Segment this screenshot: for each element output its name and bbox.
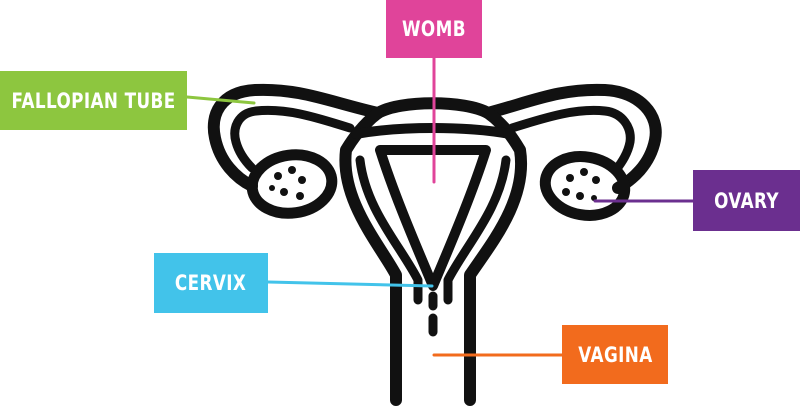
right-fallopian-tube-outer — [482, 83, 662, 194]
ovary-label: OVARY — [693, 170, 800, 231]
left-fallopian-tube-outer — [207, 83, 384, 192]
right-ovary — [539, 151, 631, 221]
right-ovary-follicles — [562, 168, 600, 201]
cervix-label: CERVIX — [154, 253, 268, 313]
uterine-lining-left — [355, 155, 423, 305]
vagina-label-text: VAGINA — [577, 342, 653, 367]
womb-label-text: WOMB — [402, 17, 466, 41]
right-fallopian-tube-inner — [507, 105, 635, 175]
uterine-lining-right — [443, 155, 511, 305]
cervix-label-text: CERVIX — [175, 271, 247, 295]
cervix-leader-line — [266, 280, 434, 288]
fallopian-tube-label: FALLOPIAN TUBE — [0, 71, 187, 130]
left-ovary — [246, 149, 338, 219]
ovary-label-text: OVARY — [714, 188, 779, 213]
womb-label: WOMB — [386, 0, 482, 58]
left-fallopian-tube-inner — [230, 105, 355, 173]
fallopian-tube-leader-line — [185, 95, 256, 105]
vagina-label: VAGINA — [562, 325, 668, 384]
uterus-outer-left — [339, 107, 402, 406]
fallopian-tube-label-text: FALLOPIAN TUBE — [11, 88, 176, 113]
left-ovary-follicles — [269, 166, 306, 200]
